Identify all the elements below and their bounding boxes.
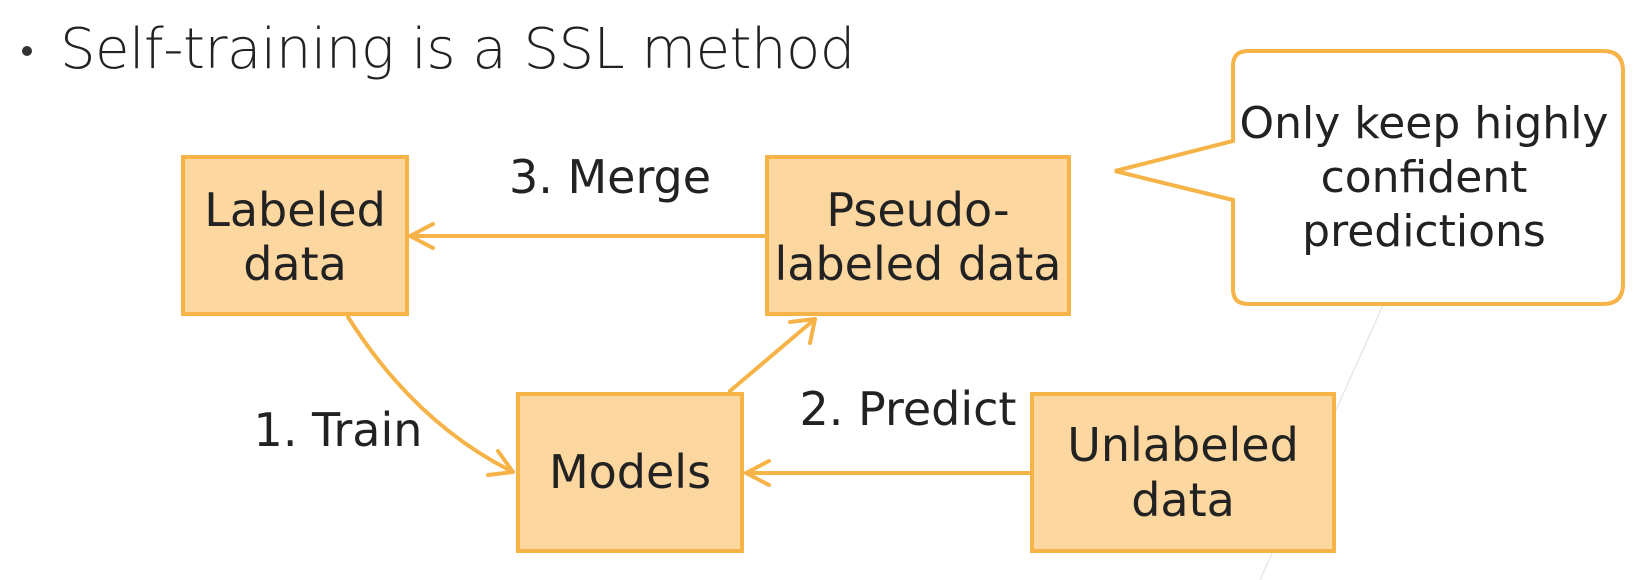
train-arrow: [346, 315, 515, 474]
models-to-pseudo-arrow: [728, 317, 817, 393]
models-label: Models: [549, 445, 711, 499]
labeled-data-label-line2: data: [243, 237, 347, 291]
merge-label: 3. Merge: [509, 150, 711, 204]
callout-text-line3: predictions: [1302, 206, 1546, 257]
bullet-text: Self-training is a SSL method: [60, 16, 855, 82]
models-box: [516, 392, 744, 553]
predict-arrowhead: [744, 459, 771, 487]
predict-label: 2. Predict: [800, 382, 1017, 436]
callout-bubble: [1114, 49, 1625, 306]
pseudo-labeled-data-box: [765, 155, 1071, 316]
labeled-data-label-line1: Labeled: [204, 183, 386, 237]
pseudo-labeled-data-label-line1: Pseudo-: [826, 183, 1009, 237]
unlabeled-data-label-line2: data: [1131, 473, 1235, 527]
callout-text-line2: confident: [1321, 152, 1528, 203]
train-arrowhead: [486, 449, 515, 477]
callout-text-line1: Only keep highly: [1240, 98, 1609, 149]
merge-arrowhead: [408, 222, 435, 250]
bullet-dot-icon: [22, 46, 32, 56]
unlabeled-data-label-line1: Unlabeled: [1067, 418, 1299, 472]
train-label: 1. Train: [254, 403, 423, 457]
models-to-pseudo-arrowhead: [788, 317, 817, 345]
labeled-data-box: [181, 155, 409, 316]
bullet-point: Self-training is a SSL method: [22, 14, 855, 84]
unlabeled-data-box: [1030, 392, 1336, 553]
pseudo-labeled-data-label-line2: labeled data: [775, 237, 1062, 291]
